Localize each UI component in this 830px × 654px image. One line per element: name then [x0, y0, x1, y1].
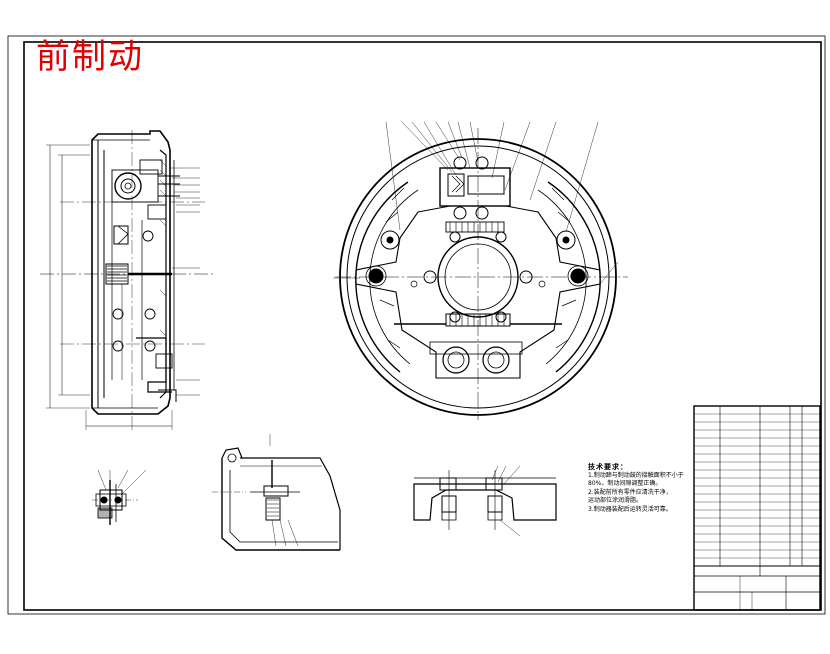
technical-requirement-item: 运动部位涂润滑脂。: [588, 497, 643, 504]
title-block: [693, 405, 821, 611]
detail-view-small: [92, 469, 147, 525]
technical-requirement-item: 3.制动器装配后运转灵活可靠。: [588, 505, 672, 513]
technical-requirement-item: 2.装配前所有零件应清洗干净，: [588, 488, 672, 496]
outer-border: [7, 35, 826, 615]
technical-requirements: 技术要求： 1.制动蹄与制动鼓的接触面积不小于 80%，制动间隙调整正确。 2.…: [588, 463, 688, 514]
front-view: [333, 121, 628, 420]
detail-view-section: [212, 434, 341, 551]
side-section-view: [40, 130, 215, 432]
technical-requirement-item: 80%，制动间隙调整正确。: [588, 480, 662, 487]
parts-list-rows: [694, 413, 820, 559]
technical-requirement-item: 1.制动蹄与制动鼓的接触面积不小于: [588, 471, 684, 479]
drawing-stamp: 前制动: [36, 37, 144, 77]
detail-view-bolts: [413, 465, 557, 537]
technical-requirements-title: 技术要求：: [588, 463, 628, 471]
inner-frame: [23, 41, 822, 611]
